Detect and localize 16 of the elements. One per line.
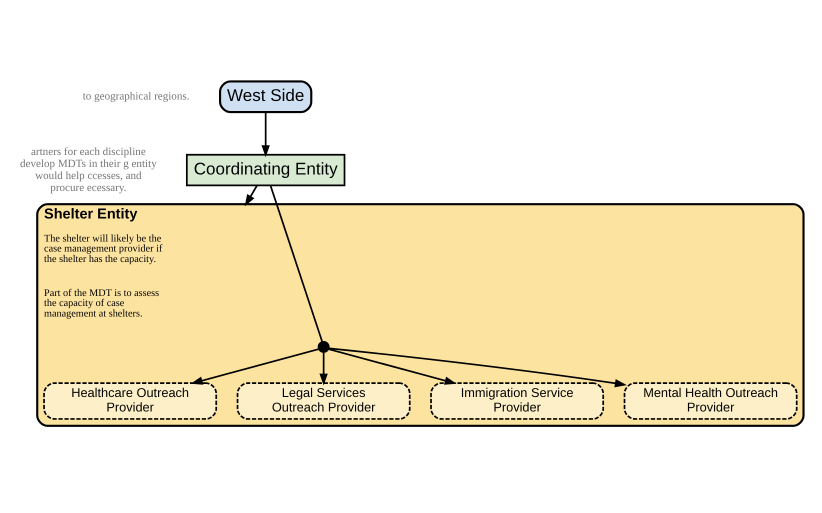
node-box: Immigration Service Provider — [430, 382, 604, 420]
arrow — [329, 347, 627, 387]
label: to geographical regions. — [82, 90, 190, 102]
node-box: Legal Services Outreach Provider — [236, 382, 411, 420]
arrow — [328, 348, 457, 384]
node-box: Healthcare Outreach Provider — [43, 382, 218, 420]
arrow — [244, 184, 258, 206]
node-box: Mental Health Outreach Provider — [624, 382, 798, 420]
node-circle — [318, 340, 330, 352]
label: artners for each discipline develop MDTs in their g entity would help ccesses, and procure ecessary. — [20, 146, 157, 194]
arrow — [261, 112, 270, 157]
node-box: Coordinating Entity — [186, 153, 346, 186]
arrow — [190, 348, 319, 384]
node-box: West Side — [219, 80, 312, 113]
arrow — [319, 352, 328, 386]
connector — [270, 184, 323, 342]
